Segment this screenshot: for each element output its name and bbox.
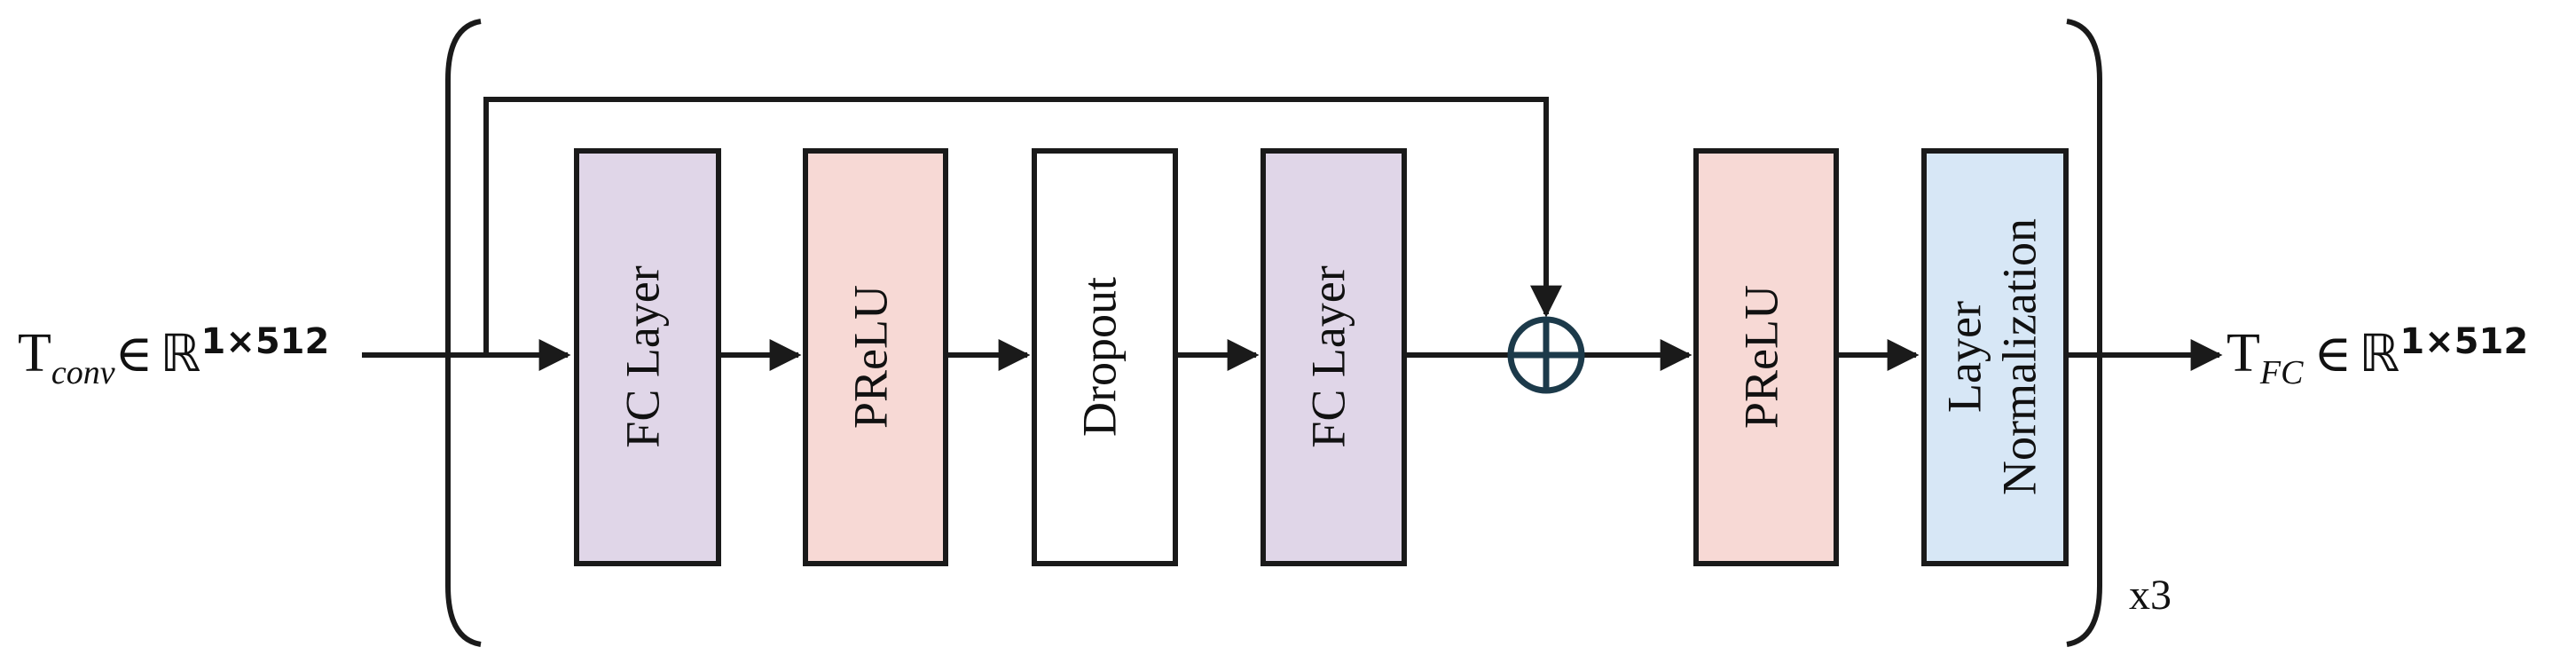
block-fc-layer-2: FC Layer xyxy=(1261,148,1407,566)
prelu-1-box xyxy=(803,148,948,566)
block-prelu-2: PReLU xyxy=(1693,148,1839,566)
block-dropout: Dropout xyxy=(1032,148,1178,566)
input-symbol: T xyxy=(18,323,51,383)
block-fc-layer-1: FC Layer xyxy=(574,148,721,566)
output-dims: 1×512 xyxy=(2399,321,2528,362)
dropout-label: Dropout xyxy=(1072,277,1126,437)
input-subscript: conv xyxy=(51,354,115,391)
repeat-label: x3 xyxy=(2129,572,2172,619)
input-dims: 1×512 xyxy=(200,321,329,362)
prelu-1-label: PReLU xyxy=(844,285,897,429)
input-label: Tconv∈ℝ1×512 xyxy=(18,321,329,391)
dropout-box xyxy=(1032,148,1178,566)
output-subscript: FC xyxy=(2259,354,2304,391)
block-prelu-1: PReLU xyxy=(803,148,948,566)
layer-normalization-label-line2: Normalization xyxy=(1992,218,2046,495)
right-bracket xyxy=(2066,19,2102,647)
layer-normalization-box xyxy=(1921,148,2069,566)
input-member: ∈ xyxy=(115,325,153,383)
input-space: ℝ xyxy=(161,323,201,383)
output-space: ℝ xyxy=(2359,323,2399,383)
left-bracket xyxy=(445,19,482,647)
skip-connection xyxy=(483,97,1562,355)
fc-layer-2-label: FC Layer xyxy=(1301,265,1355,447)
layer-normalization-label-line1: Layer xyxy=(1937,301,1991,413)
prelu-2-label: PReLU xyxy=(1734,285,1787,429)
output-member: ∈ xyxy=(2313,325,2352,383)
output-label: TFC∈ℝ1×512 xyxy=(2227,321,2528,391)
fc-layer-2-box xyxy=(1261,148,1407,566)
output-symbol: T xyxy=(2227,323,2260,383)
fc-layer-1-label: FC Layer xyxy=(616,265,669,447)
prelu-2-box xyxy=(1693,148,1839,566)
circle-plus-icon xyxy=(1507,316,1585,394)
fc-layer-1-box xyxy=(574,148,721,566)
block-layer-normalization: Layer Normalization xyxy=(1921,148,2069,566)
